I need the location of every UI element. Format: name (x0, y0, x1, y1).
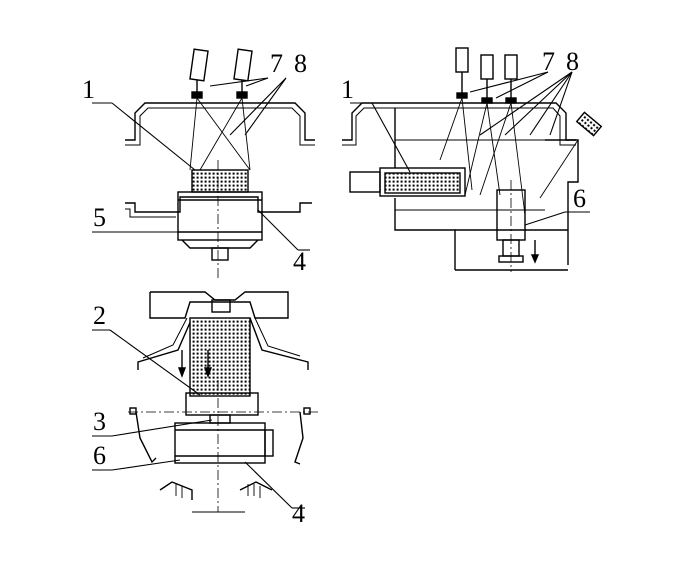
label-1-top-right: 1 (341, 75, 354, 104)
label-5-top-left: 5 (93, 203, 106, 232)
label-6-bottom: 6 (93, 441, 106, 470)
view-top-right (342, 47, 603, 272)
view-bottom (92, 291, 318, 513)
label-3-bottom: 3 (93, 407, 106, 436)
label-1-top-left: 1 (82, 75, 95, 104)
label-7-top-left: 7 (270, 49, 283, 78)
label-4-bottom: 4 (292, 499, 305, 528)
label-4-top-left: 4 (293, 247, 306, 276)
label-8-top-left: 8 (294, 49, 307, 78)
label-7-top-right: 7 (542, 47, 555, 76)
label-2-bottom: 2 (93, 301, 106, 330)
label-8-top-right: 8 (566, 47, 579, 76)
view-top-left (92, 48, 315, 278)
label-6-top-right: 6 (573, 184, 586, 213)
